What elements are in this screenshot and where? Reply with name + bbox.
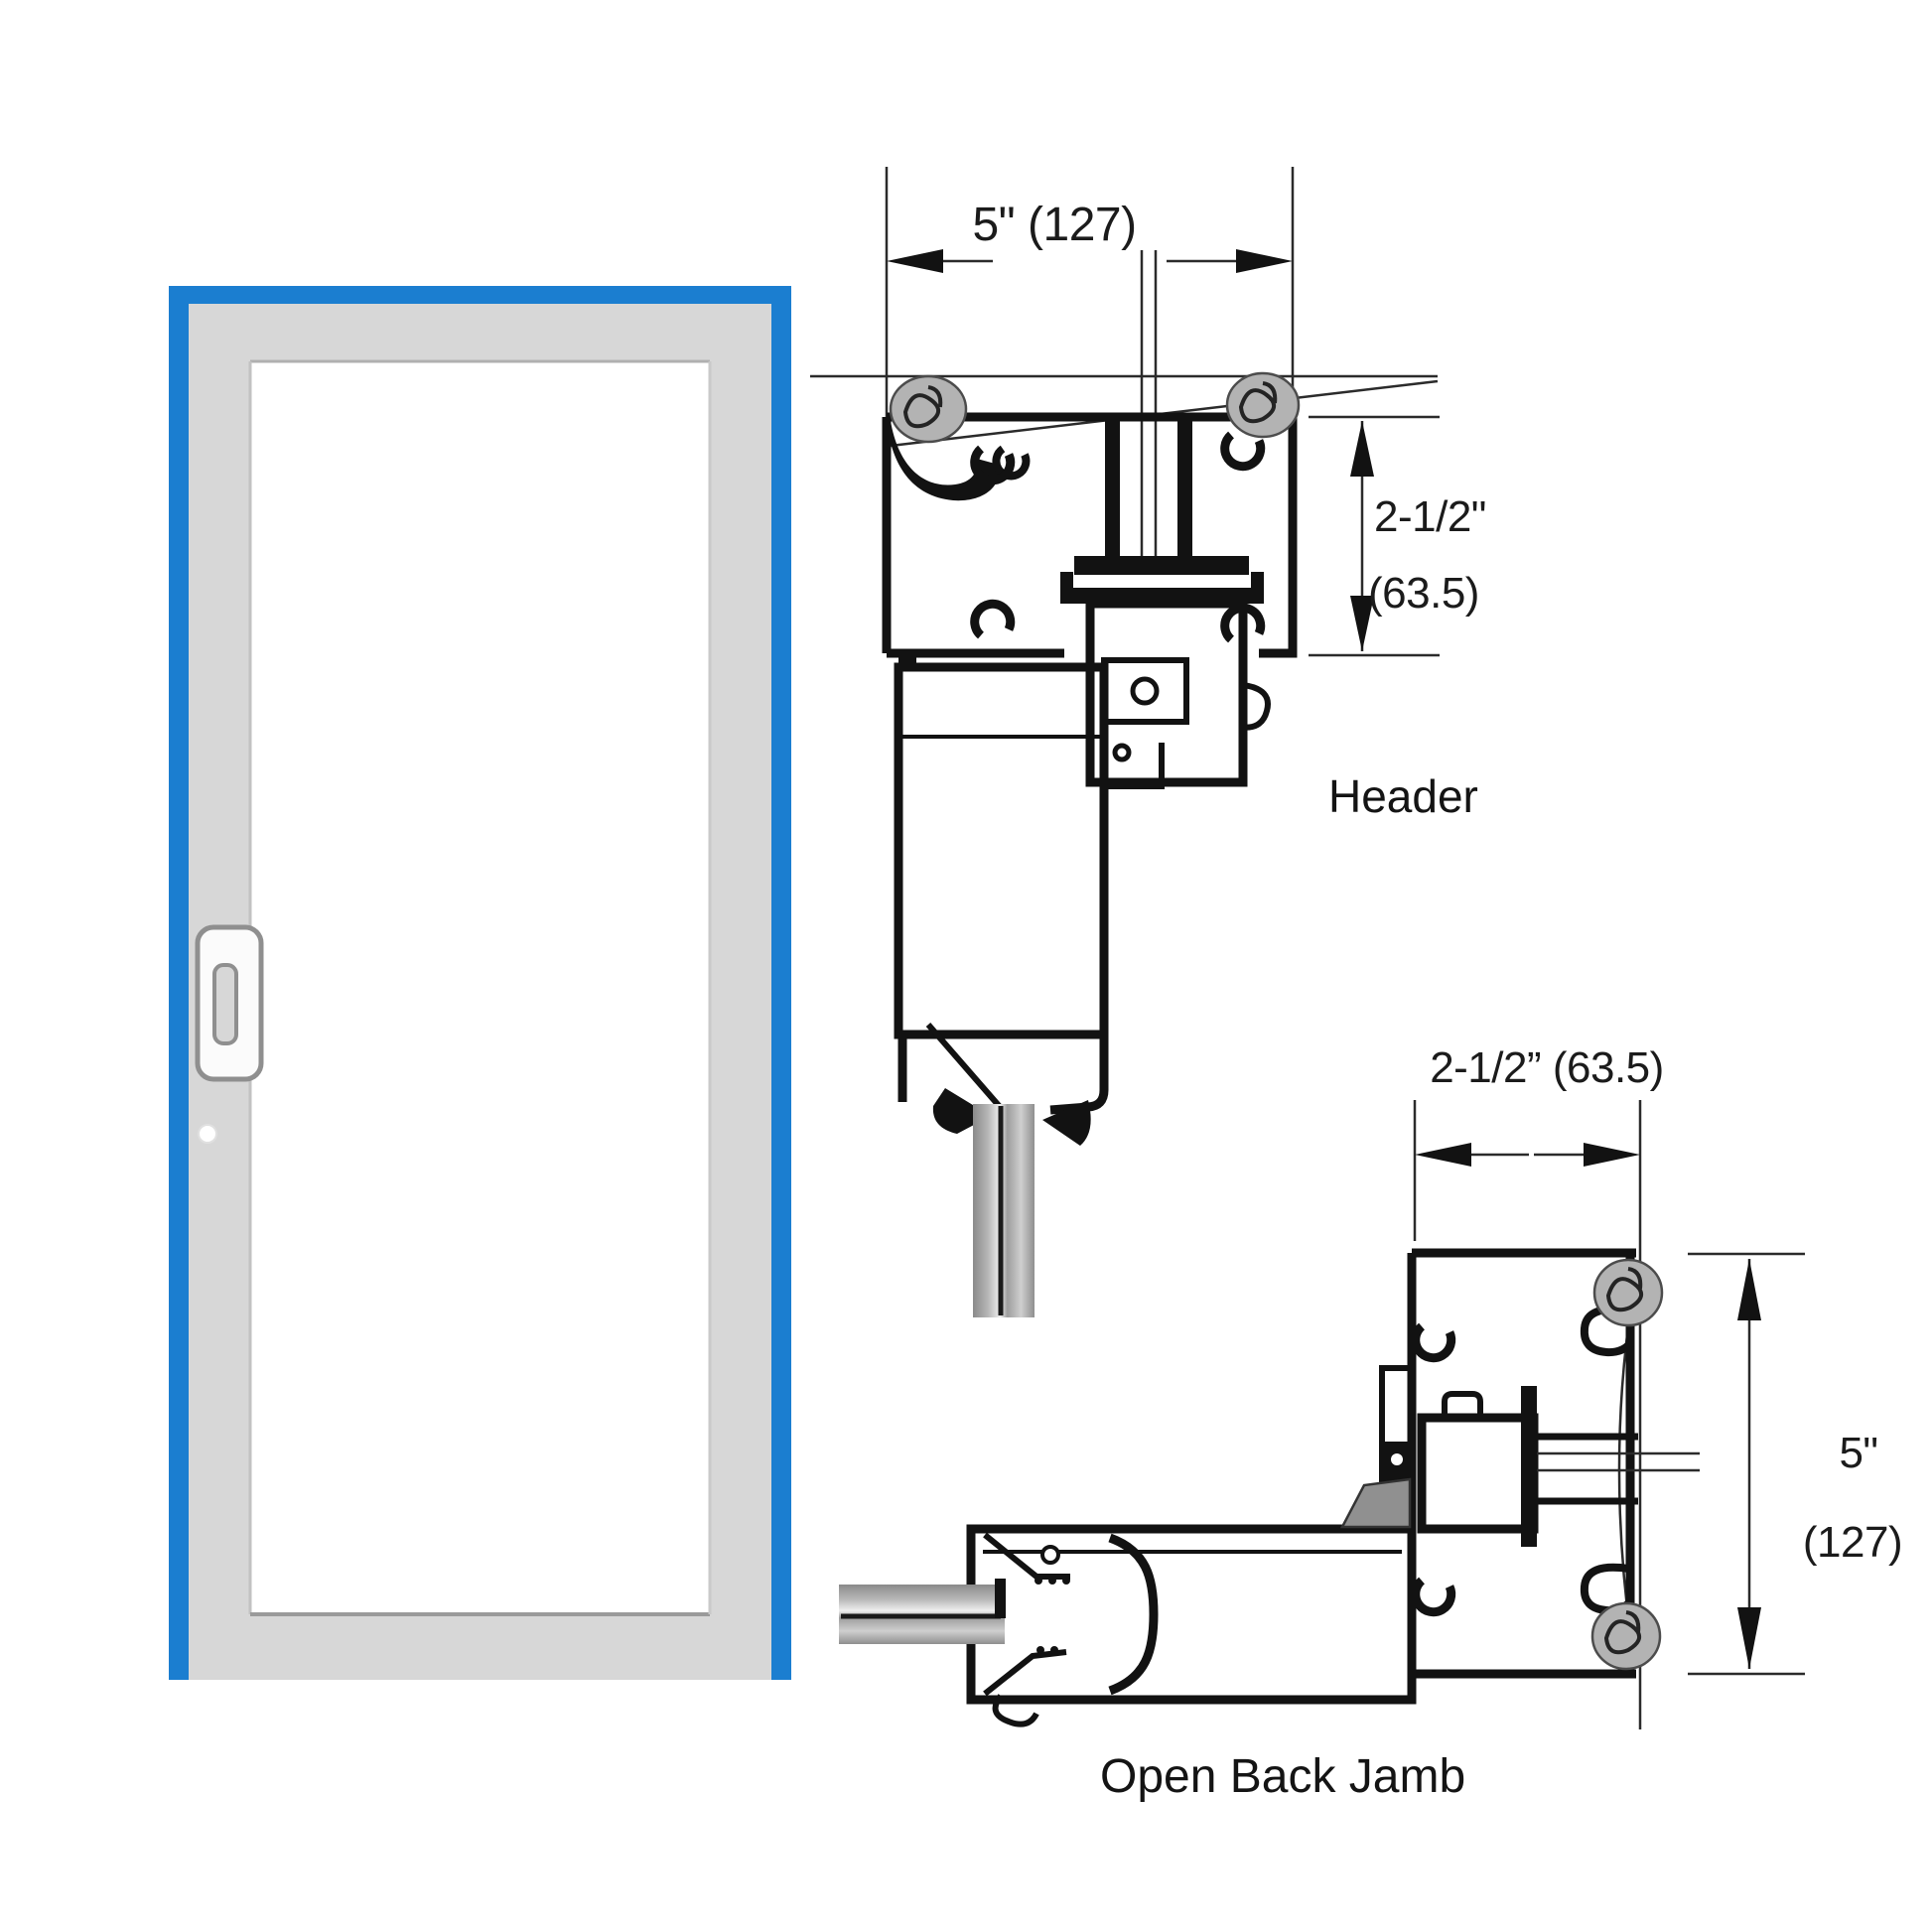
gasket-tooth-5 [1050,1646,1058,1654]
glazing-jaw-upper [983,1532,1070,1580]
gasket-tooth-3 [1062,1577,1070,1585]
door-pull-handle [195,924,264,1082]
leaf-top-flange [898,650,916,667]
gasket-tooth-2 [1048,1577,1056,1585]
leaf-tube-outline [894,662,1109,1039]
gasket-tooth-1 [1035,1577,1042,1585]
door-rail-tube [1085,599,1248,787]
header-height-dim-text: 2-1/2" [1374,492,1486,541]
screw-boss-clip-top [1411,1322,1456,1363]
header-label: Header [1328,770,1478,822]
handle-cutout [212,963,238,1045]
stop-bracket-step [1101,722,1165,789]
glazing-t-plate [1074,556,1249,575]
arrowhead-left-icon [887,249,943,273]
sealant-body [1225,371,1301,439]
glazing-jaw-right [1042,1100,1091,1146]
door-top-rail-section [894,650,1189,1317]
jaw-screw [1040,1545,1060,1565]
rail-plate-hook-left [1060,572,1073,604]
jamb-height-dim-metric: (127) [1803,1518,1902,1567]
header-frame-profile [882,412,1298,787]
stop-flange-dot [1391,1453,1403,1465]
arrowhead-up-icon [1737,1259,1761,1320]
sealant-squiggle [902,385,943,429]
sealant-body [889,374,968,444]
arrowhead-up-icon [1350,421,1374,477]
junction-shim [1339,1477,1412,1529]
sealant-blob-bottom [1590,1601,1662,1671]
open-back-jamb-detail: 2-1/2” (63.5) [839,1043,1903,1803]
jamb-width-dim-text: 2-1/2” (63.5) [1430,1043,1664,1092]
sealant-blob-right [1225,371,1301,439]
sealant-body [1590,1601,1662,1671]
door-stile-section [839,1477,1417,1727]
glazing-plate [1521,1386,1537,1547]
sealant-squiggle [1238,381,1278,424]
gasket-tooth-4 [1036,1646,1044,1654]
cylinder-lock-dot [198,1124,217,1144]
jamb-width-dimension: 2-1/2” (63.5) [1413,1043,1664,1241]
sealant-blob-left [889,374,968,444]
arrowhead-left-icon [1415,1143,1471,1167]
glazing-stem-right [1177,421,1192,560]
drip-hook [992,1694,1039,1727]
stile-tube-outline [966,1524,1417,1705]
jamb-height-dimension: 5" (127) [1688,1252,1903,1676]
screw-boss-clip-bottom-left [970,599,1016,639]
screw-boss-clip-top-right [1220,431,1266,472]
stile-curved-rib [1108,1533,1159,1696]
arrowhead-right-icon [1584,1143,1640,1167]
jamb-height-dim-text: 5" [1839,1429,1877,1477]
arrowhead-right-icon [1236,249,1293,273]
door-glass-pane [250,361,710,1614]
sealant-blob-top [1592,1258,1664,1327]
stop-bracket-screw [1130,676,1160,706]
header-section-detail: 5" (127) [810,167,1486,1317]
rail-plate-hook-right [1251,572,1264,604]
glass-end-cap [995,1579,1006,1618]
open-back-jamb-label: Open Back Jamb [1100,1750,1465,1803]
glass-panel-vertical [973,1104,1035,1317]
center-tube [1417,1413,1539,1534]
sealant-squiggle [1605,1267,1643,1312]
glazing-stem-left [1105,421,1120,560]
gasket-cluster [887,421,1000,501]
gasket-hook-top [1580,1305,1634,1357]
stop-bracket [1101,657,1189,725]
rail-screw-dot [1112,743,1132,762]
screw-boss-clip-bottom [1411,1577,1456,1617]
sealant-body [1592,1258,1664,1327]
arrowhead-down-icon [1350,596,1374,651]
leaf-right-curl [1049,1035,1109,1115]
glazing-jaw-lower [983,1649,1067,1697]
header-height-dim-metric: (63.5) [1368,569,1479,618]
screw-boss-clip-top-left [970,445,1016,485]
header-width-dim-text: 5" (127) [972,199,1136,251]
rail-side-hook [1238,682,1271,731]
header-height-dimension: 2-1/2" (63.5) [1309,415,1486,657]
frame-tube-outline [887,412,1298,658]
arrowhead-down-icon [1737,1607,1761,1669]
sealant-squiggle [1603,1610,1641,1655]
door-front-view [169,286,791,1680]
header-width-dimension: 5" (127) [885,167,1295,442]
center-tube-hat [1442,1391,1483,1418]
